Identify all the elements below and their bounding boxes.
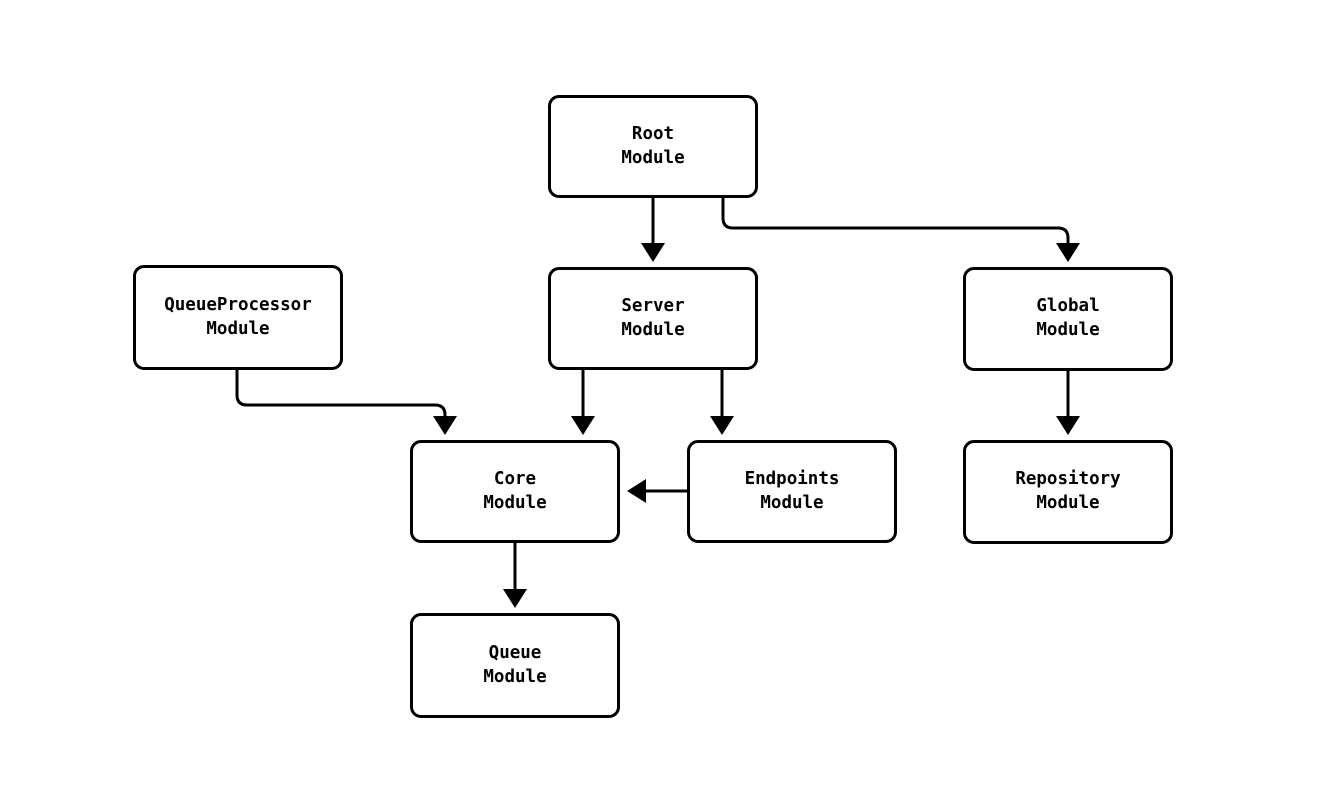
edge-server-to-endpoints-arrowhead — [710, 416, 734, 435]
edge-queueprocessor-to-core — [235, 370, 447, 417]
edge-server-to-core-arrowhead — [571, 416, 595, 435]
node-queueprocessor-module[interactable]: QueueProcessor Module — [133, 265, 343, 370]
edge-global-to-repository-arrowhead — [1056, 416, 1080, 435]
node-global-module-label: Global Module — [1036, 296, 1100, 340]
node-endpoints-module[interactable]: Endpoints Module — [687, 440, 897, 543]
node-repository-module[interactable]: Repository Module — [963, 440, 1173, 544]
node-queue-module-label: Queue Module — [483, 642, 547, 687]
edge-root-to-global-arrowhead — [1056, 243, 1080, 262]
node-queue-module[interactable]: Queue Module — [410, 613, 620, 718]
node-queueprocessor-module-label: QueueProcessor Module — [164, 294, 312, 339]
node-core-module[interactable]: Core Module — [410, 440, 620, 543]
node-root-module-label: Root Module — [621, 123, 685, 168]
edge-queueprocessor-to-core-arrowhead — [433, 416, 457, 435]
node-server-module-label: Server Module — [621, 295, 685, 340]
node-repository-module-label: Repository Module — [1015, 469, 1121, 513]
edge-endpoints-to-core-arrowhead — [627, 479, 646, 503]
node-core-module-label: Core Module — [483, 468, 547, 513]
edge-root-to-server-arrowhead — [641, 243, 665, 262]
node-root-module[interactable]: Root Module — [548, 95, 758, 198]
node-server-module[interactable]: Server Module — [548, 267, 758, 370]
node-global-module[interactable]: Global Module — [963, 267, 1173, 371]
edge-core-to-queue-arrowhead — [503, 589, 527, 608]
node-endpoints-module-label: Endpoints Module — [744, 468, 840, 513]
edge-root-to-global — [721, 198, 1070, 243]
